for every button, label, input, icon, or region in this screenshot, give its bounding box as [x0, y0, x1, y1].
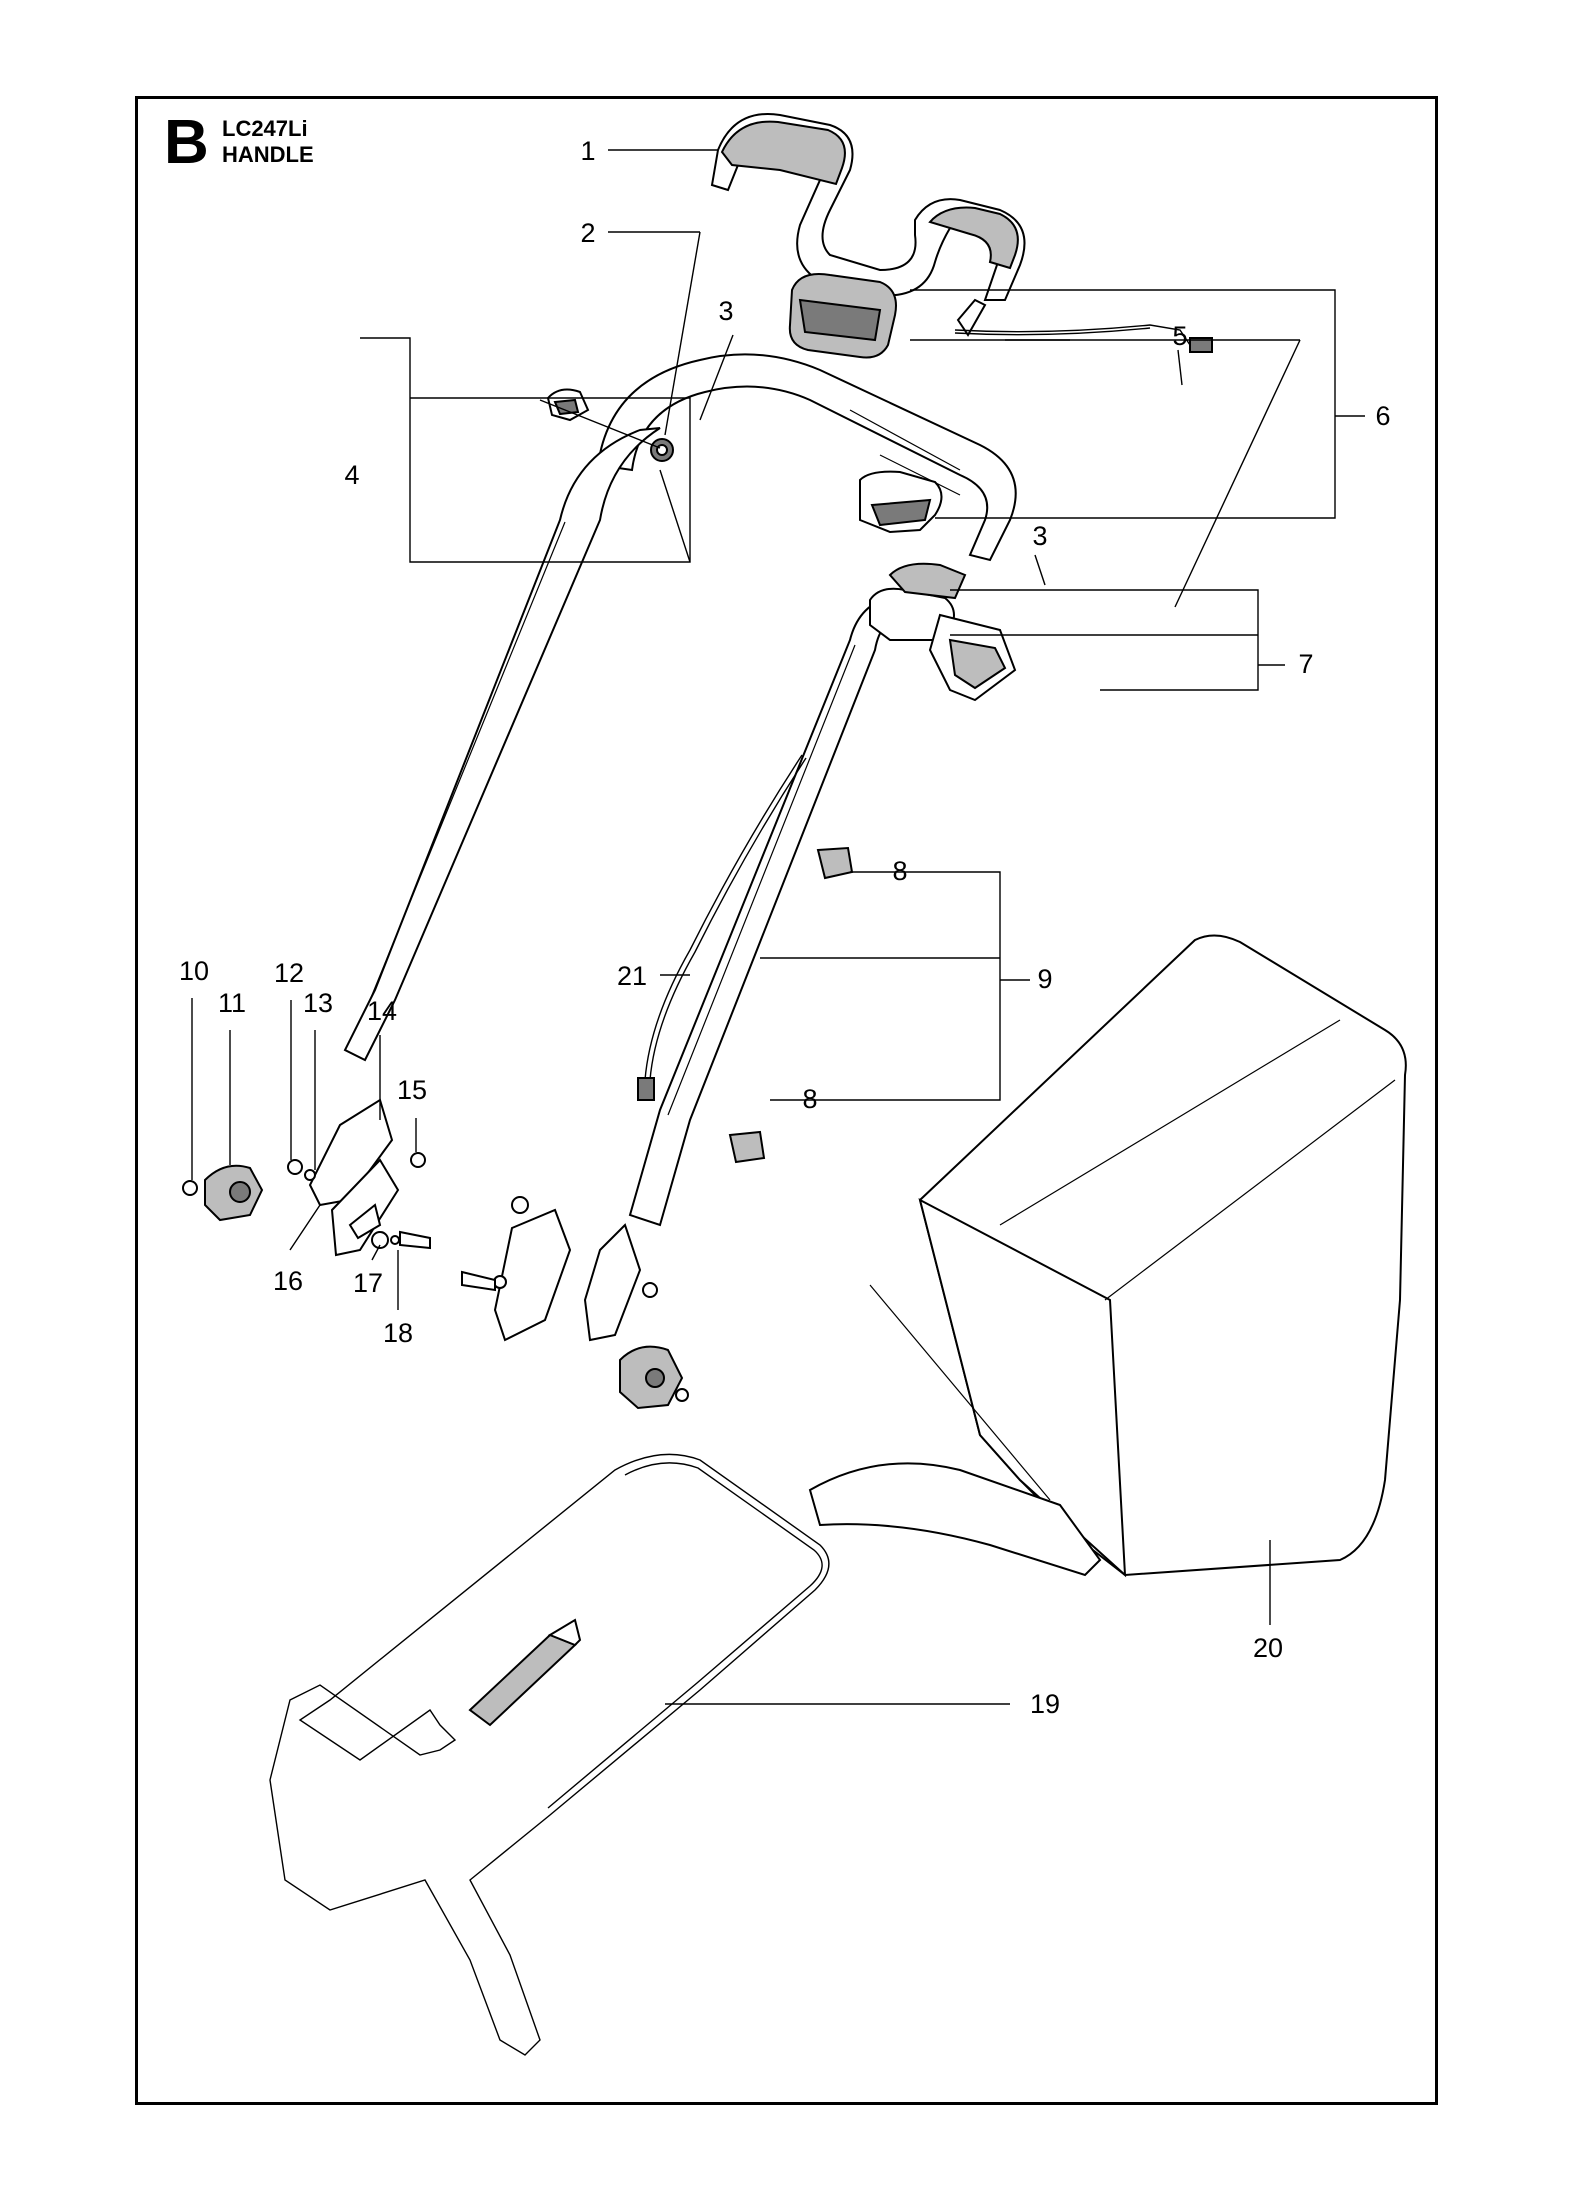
callout-3-lower: 3	[1032, 521, 1047, 551]
callout-10: 10	[179, 956, 209, 986]
section-title: LC247Li HANDLE	[222, 116, 314, 168]
leader-lines	[191, 149, 1365, 1705]
callout-8-lower: 8	[802, 1084, 817, 1114]
callout-12: 12	[274, 958, 304, 988]
bowden-cable	[637, 754, 807, 1101]
callout-15: 15	[397, 1075, 427, 1105]
right-handle-tube	[628, 593, 907, 1227]
grass-bag-frame	[269, 1453, 830, 2056]
left-handle-tube	[343, 427, 661, 1062]
callout-5: 5	[1172, 321, 1187, 351]
callout-7: 7	[1298, 649, 1313, 679]
callout-11: 11	[218, 988, 246, 1018]
assembly-name: HANDLE	[222, 142, 314, 167]
callout-2: 2	[580, 218, 595, 248]
callout-14: 14	[367, 996, 397, 1026]
callout-4: 4	[344, 460, 359, 490]
section-letter: B	[164, 108, 209, 177]
callout-20: 20	[1253, 1633, 1283, 1663]
cable-harness	[954, 324, 1213, 386]
callout-21: 21	[617, 961, 647, 991]
callout-19: 19	[1030, 1689, 1060, 1719]
cable-clips	[728, 846, 854, 1164]
callout-1: 1	[580, 136, 595, 166]
model-name: LC247Li	[222, 116, 308, 141]
handle-top-bar	[596, 353, 1017, 562]
callout-6: 6	[1375, 401, 1390, 431]
left-clamp	[546, 388, 674, 462]
callout-18: 18	[383, 1318, 413, 1348]
upper-handle-grip	[710, 113, 1026, 337]
callout-16: 16	[273, 1266, 303, 1296]
callout-numbers: 1 2 3 3 4 5 6 7 8 8 9 10 11 12 13 14 15 …	[179, 136, 1391, 1719]
callout-9: 9	[1037, 964, 1052, 994]
callout-13: 13	[303, 988, 333, 1018]
callout-8-upper: 8	[892, 856, 907, 886]
left-lower-bracket	[182, 1098, 431, 1257]
page-frame	[135, 96, 1438, 2105]
right-lower-bracket	[461, 1196, 689, 1410]
callout-3-upper: 3	[718, 296, 733, 326]
switch-housing	[869, 562, 1017, 702]
grass-bag	[808, 934, 1407, 1578]
display-module	[788, 273, 943, 534]
callout-17: 17	[353, 1268, 383, 1298]
